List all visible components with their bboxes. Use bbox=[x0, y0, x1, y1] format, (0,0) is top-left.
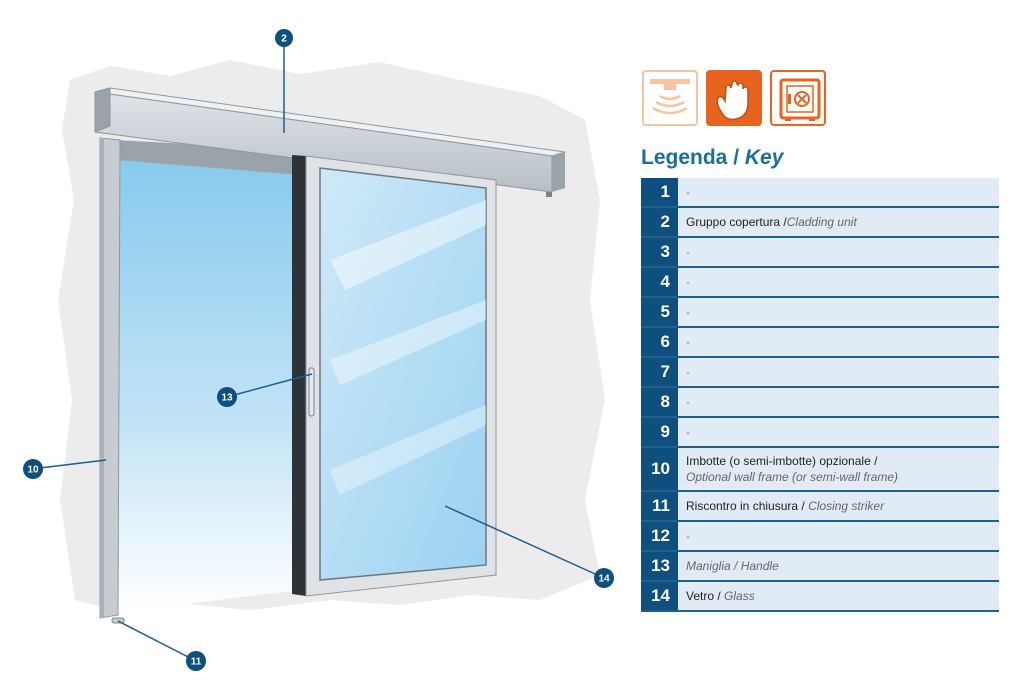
legend-number: 2 bbox=[641, 208, 678, 236]
legend-number: 6 bbox=[641, 328, 678, 356]
legend-description: - bbox=[678, 358, 999, 386]
door-illustration: 2 10 11 13 14 bbox=[23, 29, 614, 671]
closing-striker bbox=[111, 617, 125, 624]
leaf-glass bbox=[319, 167, 487, 581]
legend-number: 5 bbox=[641, 298, 678, 326]
legend-dash: - bbox=[686, 335, 690, 349]
legend-description: Gruppo copertura /Cladding unit bbox=[678, 208, 999, 236]
legend-description: - bbox=[678, 268, 999, 296]
legend-separator: / bbox=[798, 499, 809, 513]
legend-row: 12- bbox=[641, 522, 999, 552]
legend-label-en: Optional wall frame (or semi-wall frame) bbox=[686, 470, 899, 484]
callout-2: 2 bbox=[275, 29, 293, 47]
callout-11: 11 bbox=[186, 651, 206, 671]
legend-dash: - bbox=[686, 365, 690, 379]
legend-dash: - bbox=[686, 275, 690, 289]
legend-label-en: Glass bbox=[724, 589, 755, 603]
legend-dash: - bbox=[686, 245, 690, 259]
safe-icon bbox=[770, 70, 826, 126]
legend-row: 9- bbox=[641, 418, 999, 448]
legend-number: 11 bbox=[641, 492, 678, 520]
legend-separator: / bbox=[714, 589, 725, 603]
legend-separator: / bbox=[730, 559, 741, 573]
svg-text:13: 13 bbox=[221, 393, 233, 404]
legend-number: 4 bbox=[641, 268, 678, 296]
svg-text:11: 11 bbox=[191, 657, 202, 668]
legend-row: 8- bbox=[641, 388, 999, 418]
legend-number: 14 bbox=[641, 582, 678, 610]
legend-row: 3- bbox=[641, 238, 999, 268]
legend-description: - bbox=[678, 388, 999, 416]
legend-description: - bbox=[678, 238, 999, 266]
callout-13: 13 bbox=[217, 387, 237, 407]
legend-number: 8 bbox=[641, 388, 678, 416]
legend-row: 10 Imbotte (o semi-imbotte) opzionale / Op… bbox=[641, 448, 999, 492]
legend-label-it: Vetro bbox=[686, 589, 715, 603]
legend-label-it: Imbotte (o semi-imbotte) opzionale / bbox=[686, 454, 878, 468]
legend-description: Vetro / Glass bbox=[678, 582, 999, 610]
door-handle bbox=[308, 367, 315, 417]
svg-text:14: 14 bbox=[598, 574, 610, 585]
legend-dash: - bbox=[686, 305, 690, 319]
legend-number: 13 bbox=[641, 552, 678, 580]
legend-row: 5- bbox=[641, 298, 999, 328]
legend-number: 1 bbox=[641, 178, 678, 206]
legend-description: - bbox=[678, 418, 999, 446]
legend-row: 7- bbox=[641, 358, 999, 388]
legend-description: - bbox=[678, 178, 999, 206]
legend-description: Riscontro in chiusura / Closing striker bbox=[678, 492, 999, 520]
motion-sensor-icon bbox=[642, 70, 698, 126]
legend-label-it: Gruppo copertura bbox=[686, 215, 781, 229]
legend-description: - bbox=[678, 328, 999, 356]
legend-row: 6- bbox=[641, 328, 999, 358]
hand-icon bbox=[706, 70, 762, 126]
left-opening-glass bbox=[118, 152, 300, 612]
svg-text:2: 2 bbox=[281, 34, 287, 45]
legend-number: 3 bbox=[641, 238, 678, 266]
legend-row: 4- bbox=[641, 268, 999, 298]
legend-label-it: Maniglia bbox=[686, 559, 731, 573]
legend-number: 10 bbox=[641, 448, 678, 490]
legend-description: Maniglia / Handle bbox=[678, 552, 999, 580]
legend-dash: - bbox=[686, 395, 690, 409]
legend-description: - bbox=[678, 298, 999, 326]
callout-10: 10 bbox=[23, 459, 43, 479]
legend-separator: / bbox=[780, 215, 787, 229]
leaf-post bbox=[292, 155, 306, 596]
legend-number: 7 bbox=[641, 358, 678, 386]
legend-row: 1- bbox=[641, 178, 999, 208]
feature-icons bbox=[642, 70, 826, 126]
legend-label-en: Cladding unit bbox=[786, 215, 857, 229]
legend-dash: - bbox=[686, 529, 690, 543]
legend-number: 12 bbox=[641, 522, 678, 550]
legend-title: Legenda / Key bbox=[641, 146, 784, 169]
svg-text:10: 10 bbox=[27, 465, 39, 476]
legend-description: - bbox=[678, 522, 999, 550]
legend-label-en: Handle bbox=[740, 559, 779, 573]
legend-dash: - bbox=[686, 425, 690, 439]
legend-label-en: Closing striker bbox=[808, 499, 885, 513]
callout-14: 14 bbox=[594, 568, 614, 588]
legend-number: 9 bbox=[641, 418, 678, 446]
legend-label-it: Riscontro in chiusura bbox=[686, 499, 799, 513]
legend-dash: - bbox=[686, 185, 690, 199]
legend-description: Imbotte (o semi-imbotte) opzionale / Opti… bbox=[678, 448, 999, 490]
